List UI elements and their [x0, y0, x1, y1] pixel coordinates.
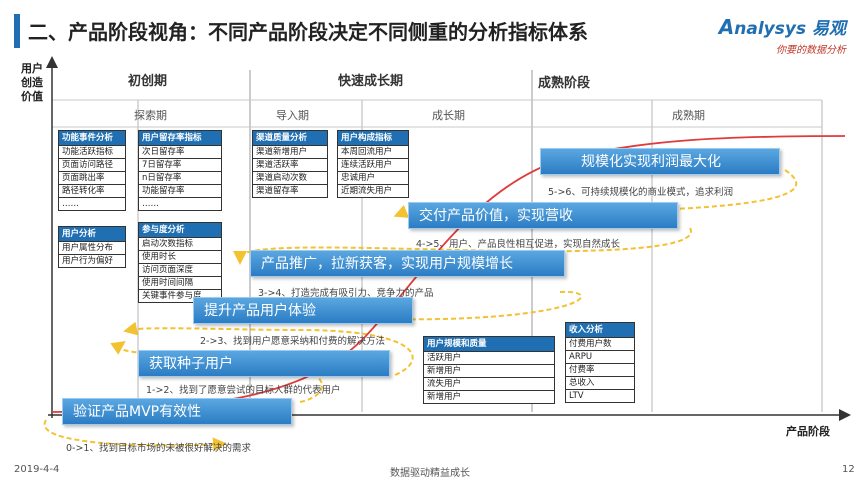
user-analysis-box: 用户分析 用户属性分布 用户行为偏好 [58, 226, 126, 268]
logo-a-icon: A [718, 15, 735, 39]
sub-stage-explore: 探索期 [134, 109, 167, 122]
box-item: 近期流失用户 [338, 184, 408, 197]
box-item: …… [139, 197, 221, 210]
box-title: 用户构成指标 [338, 131, 408, 145]
stage-early: 初创期 [128, 74, 168, 89]
box-item: 总收入 [566, 376, 634, 389]
box-title: 用户分析 [59, 227, 125, 241]
company-logo: Analysys 易观 你要的数据分析 [719, 14, 846, 56]
box-title: 用户规模和质量 [424, 337, 554, 351]
box-item: 付费率 [566, 363, 634, 376]
step-text-3: 2->3、找到用户愿意采纳和付费的解决方法 [200, 336, 385, 347]
box-item: 渠道启动次数 [253, 171, 327, 184]
box-item: 渠道留存率 [253, 184, 327, 197]
user-composition-box: 用户构成指标 本周回流用户 连续活跃用户 忠诚用户 近期流失用户 [337, 130, 409, 198]
feature-event-box: 功能事件分析 功能活跃指标 页面访问路径 页面跳出率 路径转化率 …… [58, 130, 126, 211]
box-item: 功能留存率 [139, 184, 221, 197]
box-item: 启动次数指标 [139, 237, 221, 250]
box-item: 页面跳出率 [59, 171, 125, 184]
flow-arrow-3 [123, 321, 414, 376]
box-title: 参与度分析 [139, 223, 221, 237]
box-item: 7日留存率 [139, 158, 221, 171]
step-text-2: 1->2、找到了愿意尝试的目标人群的代表用户 [146, 385, 341, 396]
step-text-4: 3->4、打造完成有吸引力、竞争力的产品 [258, 288, 434, 299]
stage-growth: 快速成长期 [338, 74, 404, 89]
box-title: 功能事件分析 [59, 131, 125, 145]
page-title: 二、产品阶段视角：不同产品阶段决定不同侧重的分析指标体系 [28, 20, 588, 44]
step-text-5: 4->5、用户、产品良性相互促进，实现自然成长 [416, 239, 620, 250]
flow-arrow-1 [43, 419, 227, 452]
box-item: 本周回流用户 [338, 145, 408, 158]
logo-slogan: 你要的数据分析 [776, 45, 846, 56]
retention-box: 用户留存率指标 次日留存率 7日留存率 n日留存率 功能留存率 …… [138, 130, 222, 211]
box-item: 活跃用户 [424, 351, 554, 364]
step-text-1: 0->1、找到目标市场的未被很好解决的需求 [66, 443, 251, 454]
flow-arrow-2 [110, 340, 323, 403]
box-item: 关键事件参与度 [139, 289, 221, 302]
box-title: 渠道质量分析 [253, 131, 327, 145]
user-scale-quality-box: 用户规模和质量 活跃用户 新增用户 流失用户 新增用户 [423, 336, 555, 404]
page-number: 12 [842, 464, 855, 475]
engagement-box: 参与度分析 启动次数指标 使用时长 访问页面深度 使用时间间隔 关键事件参与度 [138, 222, 222, 303]
box-item: 次日留存率 [139, 145, 221, 158]
box-title: 用户留存率指标 [139, 131, 221, 145]
box-item: n日留存率 [139, 171, 221, 184]
box-item: 访问页面深度 [139, 263, 221, 276]
x-axis-label: 产品阶段 [786, 425, 830, 438]
box-item: …… [59, 197, 125, 210]
revenue-analysis-box: 收入分析 付费用户数 ARPU 付费率 总收入 LTV [565, 322, 635, 403]
box-item: 页面访问路径 [59, 158, 125, 171]
step-banner-1: 验证产品MVP有效性 [62, 398, 292, 425]
box-item: 用户行为偏好 [59, 254, 125, 267]
step-banner-3: 提升产品用户体验 [193, 297, 413, 324]
step-text-6: 5->6、可持续规模化的商业模式，追求利润 [548, 187, 733, 198]
box-item: LTV [566, 389, 634, 402]
stage-mature: 成熟阶段 [538, 76, 591, 91]
title-accent-bar [14, 14, 20, 48]
logo-text: Analysys 易观 [718, 15, 846, 39]
box-item: 流失用户 [424, 377, 554, 390]
box-item: 使用时间间隔 [139, 276, 221, 289]
footer-date: 2019-4-4 [14, 464, 60, 475]
flow-arrow-5 [233, 227, 693, 265]
box-item: 渠道新增用户 [253, 145, 327, 158]
channel-quality-box: 渠道质量分析 渠道新增用户 渠道活跃率 渠道启动次数 渠道留存率 [252, 130, 328, 198]
step-banner-6: 规模化实现利润最大化 [540, 148, 780, 175]
box-item: 付费用户数 [566, 337, 634, 350]
box-item: 忠诚用户 [338, 171, 408, 184]
box-item: ARPU [566, 350, 634, 363]
box-item: 连续活跃用户 [338, 158, 408, 171]
box-item: 新增用户 [424, 390, 554, 403]
box-item: 功能活跃指标 [59, 145, 125, 158]
step-banner-2: 获取种子用户 [138, 350, 390, 377]
box-title: 收入分析 [566, 323, 634, 337]
step-banner-4: 产品推广，拉新获客，实现用户规模增长 [250, 250, 565, 277]
y-axis-label: 用户创造价值 [21, 62, 43, 103]
box-item: 路径转化率 [59, 184, 125, 197]
sub-stage-mature: 成熟期 [672, 109, 705, 122]
box-item: 新增用户 [424, 364, 554, 377]
box-item: 使用时长 [139, 250, 221, 263]
sub-stage-grow: 成长期 [432, 109, 465, 122]
footer-center-text: 数据驱动精益成长 [390, 468, 470, 479]
box-item: 渠道活跃率 [253, 158, 327, 171]
sub-stage-import: 导入期 [276, 109, 309, 122]
box-item: 用户属性分布 [59, 241, 125, 254]
step-banner-5: 交付产品价值，实现营收 [408, 202, 678, 229]
